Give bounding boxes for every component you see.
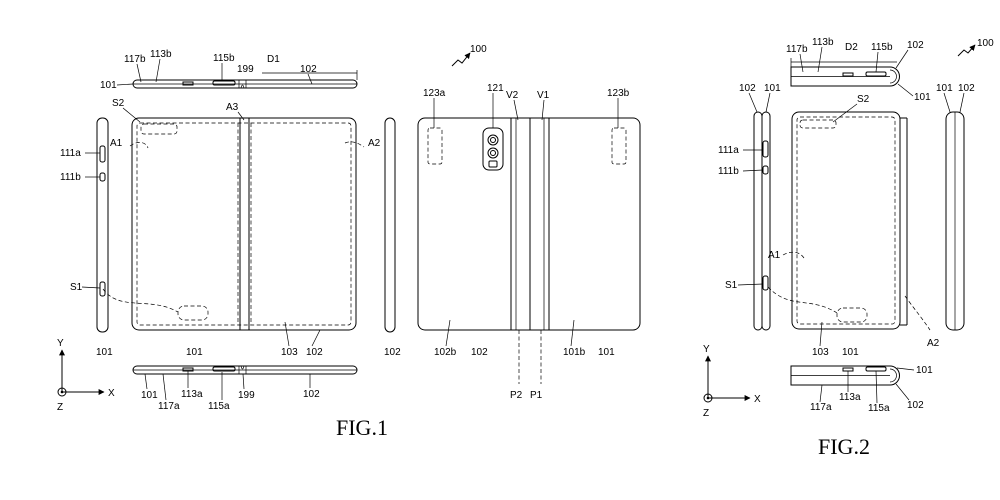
svg-text:101b: 101b [563,347,586,358]
fig2-top-view: 117b 113b D2 115b 102 101 [786,37,931,103]
svg-text:101: 101 [186,347,203,358]
svg-text:102: 102 [306,347,323,358]
svg-text:101: 101 [842,347,859,358]
svg-text:111a: 111a [718,145,739,156]
svg-text:S1: S1 [70,282,83,293]
svg-text:Y: Y [703,344,710,355]
svg-text:123a: 123a [423,88,446,99]
svg-text:101: 101 [141,390,158,401]
svg-text:113a: 113a [839,392,861,403]
svg-text:X: X [108,388,115,399]
svg-text:115b: 115b [871,42,893,53]
svg-text:X: X [754,394,761,405]
svg-text:101: 101 [936,83,953,94]
svg-text:102: 102 [303,389,320,400]
fig2-axes: Y X Z [703,344,761,419]
svg-text:102: 102 [907,400,924,411]
svg-text:S2: S2 [857,94,870,105]
svg-text:117a: 117a [810,402,832,413]
svg-text:100: 100 [977,38,994,49]
svg-text:113a: 113a [181,389,203,400]
fig1-ref-100: 100 [451,44,487,67]
svg-text:A1: A1 [110,138,123,149]
svg-text:Z: Z [703,408,709,419]
svg-text:102: 102 [471,347,488,358]
svg-text:D2: D2 [845,42,858,53]
svg-text:113b: 113b [812,37,834,48]
svg-text:101: 101 [914,92,931,103]
svg-text:115a: 115a [208,401,230,412]
fig2-front-view: S2 103 101 A2 [767,94,940,358]
svg-text:101: 101 [598,347,615,358]
fig2-left-side-view: 102 101 111a 111b A1 S1 [718,83,805,331]
svg-text:111b: 111b [60,172,81,183]
svg-text:103: 103 [281,347,298,358]
fig2-ref-100: 100 [957,38,994,57]
fig2-caption: FIG.2 [818,434,870,459]
svg-text:P2: P2 [510,390,523,401]
svg-text:102: 102 [958,83,975,94]
svg-text:113b: 113b [150,49,172,60]
fig1-right-side-view: 102 [384,117,401,358]
svg-text:199: 199 [237,64,254,75]
svg-text:V1: V1 [537,90,550,101]
fig2-bottom-view: 101 117a 113a 115a 102 [790,365,933,414]
fig1-bottom-view: 101 117a 113a 115a 199 102 [132,365,358,412]
svg-text:P1: P1 [530,390,543,401]
fig1-rear-view: 123a 121 V2 V1 123b 102b 102 101b 101 P2… [417,83,641,401]
svg-text:102: 102 [300,64,317,75]
svg-text:111b: 111b [718,166,739,177]
svg-text:102: 102 [907,40,924,51]
svg-text:100: 100 [470,44,487,55]
svg-text:Z: Z [57,402,63,413]
fig2: 100 117b 113b D2 115b 102 101 [703,37,994,459]
fig1-caption: FIG.1 [336,415,388,440]
svg-text:A2: A2 [927,338,940,349]
fig1-front-view: A3 A2 101 103 102 [102,102,381,358]
svg-text:V2: V2 [506,90,519,101]
svg-text:103: 103 [812,347,829,358]
svg-text:102: 102 [739,83,756,94]
svg-text:101: 101 [96,347,113,358]
svg-text:121: 121 [487,83,504,94]
svg-text:S2: S2 [112,98,125,109]
svg-text:A2: A2 [368,138,381,149]
svg-text:117b: 117b [124,54,146,65]
svg-text:101: 101 [764,83,781,94]
svg-text:117a: 117a [158,401,180,412]
fig1-left-side-view: S2 A1 111a 111b S1 101 [60,98,141,358]
svg-text:Y: Y [57,338,64,349]
fig2-right-side-view: 101 102 [936,83,975,331]
svg-text:S1: S1 [725,280,738,291]
svg-text:115b: 115b [213,53,235,64]
svg-text:111a: 111a [60,148,81,159]
svg-text:102b: 102b [434,347,457,358]
svg-text:199: 199 [238,390,255,401]
svg-text:115a: 115a [868,403,890,414]
svg-text:D1: D1 [267,54,280,65]
svg-text:101: 101 [916,365,933,376]
svg-text:101: 101 [100,80,117,91]
svg-text:A3: A3 [226,102,239,113]
svg-text:A1: A1 [768,250,781,261]
fig1-top-view: 117b 113b 115b 199 D1 102 101 [100,49,358,91]
svg-text:117b: 117b [786,44,808,55]
fig1: 100 117b 113b 115b 199 D1 102 101 [57,44,641,440]
svg-text:102: 102 [384,347,401,358]
fig1-axes: Y X Z [57,338,115,413]
svg-text:123b: 123b [607,88,630,99]
